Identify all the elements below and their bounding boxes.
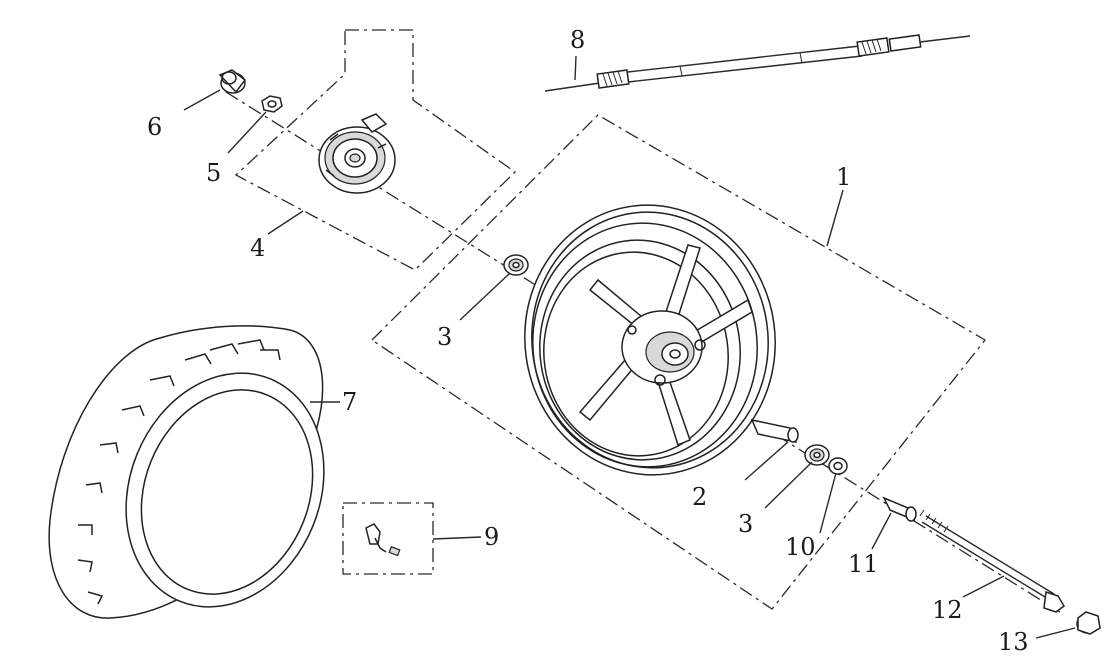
part-3-bearing-lower — [804, 444, 830, 466]
wheel-group-boundary — [370, 114, 986, 610]
part-7-tire — [48, 325, 325, 619]
callout-2: 2 — [692, 483, 707, 511]
part-12-axle — [919, 509, 1065, 613]
part-1-wheel-rim — [524, 204, 776, 476]
part-5-nut — [261, 95, 283, 113]
callout-12: 12 — [932, 596, 963, 624]
callout-4: 4 — [250, 234, 265, 262]
part-11-collar — [882, 496, 917, 522]
part-3-bearing-upper — [503, 254, 529, 276]
part-4-speedometer-gearbox — [318, 113, 396, 194]
part-2-spacer — [750, 418, 799, 444]
callout-3-lower: 3 — [738, 510, 753, 538]
part-10-washer — [828, 457, 848, 475]
callout-13: 13 — [998, 628, 1029, 656]
callout-5: 5 — [206, 159, 221, 187]
callout-7: 7 — [342, 388, 357, 416]
part-6-cap — [218, 69, 247, 94]
speedometer-cable — [544, 34, 971, 92]
callout-6: 6 — [147, 113, 162, 141]
callout-9: 9 — [484, 523, 499, 551]
callout-1: 1 — [836, 163, 851, 191]
callout-8: 8 — [570, 26, 585, 54]
part-9-valve — [365, 523, 401, 557]
callout-11: 11 — [848, 550, 879, 578]
part-13-axle-nut — [1076, 611, 1101, 635]
valve-group-boundary — [342, 502, 434, 575]
callout-10: 10 — [785, 533, 816, 561]
speedometer-group-boundary — [234, 29, 517, 271]
leader-lines — [183, 55, 1076, 639]
callout-3-upper: 3 — [437, 323, 452, 351]
